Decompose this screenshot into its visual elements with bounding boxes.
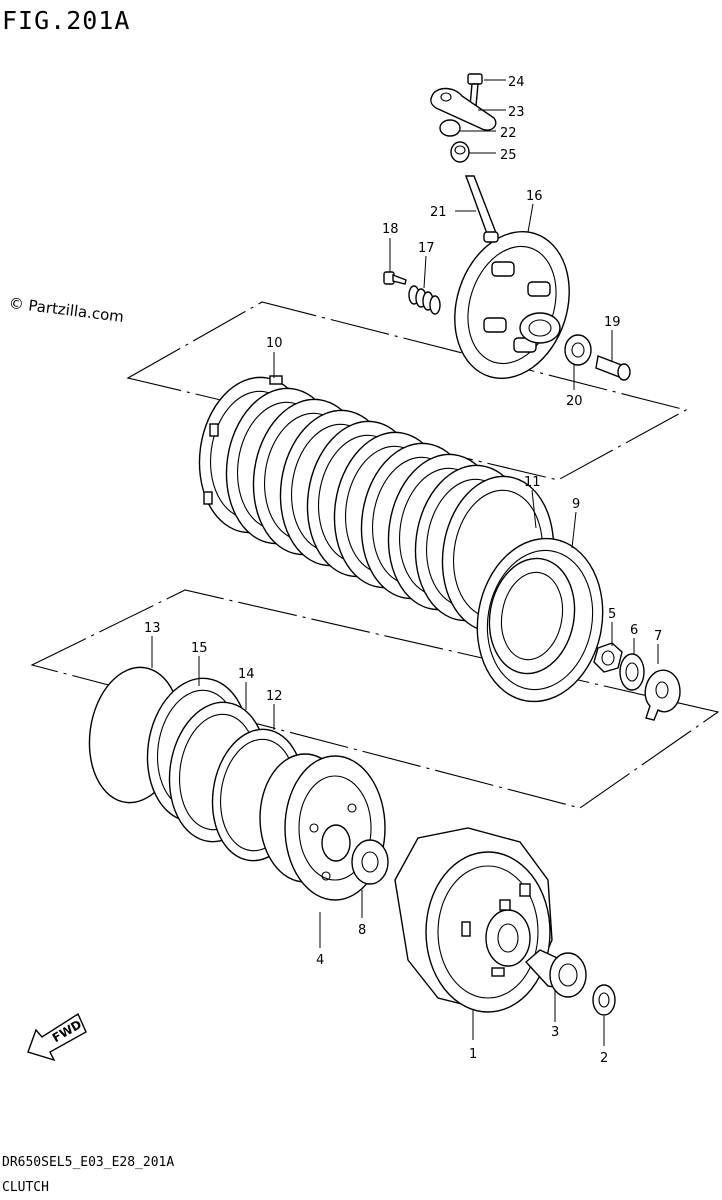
lower-assembly-frame — [30, 589, 720, 809]
callout-19: 19 — [604, 315, 621, 330]
callout-4: 4 — [316, 953, 324, 968]
thrust-washer-8 — [351, 839, 389, 885]
callout-1: 1 — [469, 1047, 477, 1062]
callout-labels: 24 23 22 25 21 16 18 17 19 20 10 11 9 5 … — [144, 75, 662, 1066]
callout-25: 25 — [500, 148, 517, 163]
callout-22: 22 — [500, 126, 517, 141]
bolt-24 — [467, 73, 483, 107]
push-piece-19 — [595, 355, 631, 381]
section-name: CLUTCH — [2, 1180, 49, 1195]
callout-3: 3 — [551, 1025, 559, 1040]
callout-20: 20 — [566, 394, 583, 409]
callout-24: 24 — [508, 75, 525, 90]
primary-driven-gear-assembly — [394, 827, 553, 1013]
model-code: DR650SEL5_E03_E28_201A — [2, 1155, 175, 1170]
callout-8: 8 — [358, 923, 366, 938]
callout-16: 16 — [526, 189, 543, 204]
lock-washer-7 — [644, 669, 681, 721]
callout-17: 17 — [418, 241, 435, 256]
clutch-plate-9 — [476, 537, 604, 703]
callout-11: 11 — [524, 475, 541, 490]
callout-2: 2 — [600, 1051, 608, 1066]
clutch-spring-17 — [408, 285, 441, 315]
nut-5 — [593, 642, 623, 673]
clutch-plate-stack — [198, 375, 555, 633]
fwd-arrow-icon: FWD — [27, 1012, 87, 1062]
washer-2 — [592, 984, 616, 1016]
figure-title: FIG.201A — [2, 6, 131, 35]
callout-9: 9 — [572, 497, 580, 512]
washer-6 — [619, 653, 645, 691]
clutch-pressure-plate — [454, 230, 570, 380]
callout-6: 6 — [630, 623, 638, 638]
spring-bolt-18 — [383, 271, 407, 285]
housing-spacer-3 — [524, 949, 587, 998]
callout-7: 7 — [654, 629, 662, 644]
callout-15: 15 — [191, 641, 208, 656]
bushing-25 — [450, 141, 470, 163]
callout-12: 12 — [266, 689, 283, 704]
nut-22 — [439, 119, 461, 137]
callout-18: 18 — [382, 222, 399, 237]
callout-13: 13 — [144, 621, 161, 636]
callout-10: 10 — [266, 336, 283, 351]
bearing-20 — [564, 334, 592, 366]
callout-23: 23 — [508, 105, 525, 120]
callout-5: 5 — [608, 607, 616, 622]
callout-21: 21 — [430, 205, 447, 220]
callout-14: 14 — [238, 667, 255, 682]
plate-23 — [430, 87, 497, 131]
release-rod — [465, 175, 499, 243]
callout-leaders — [151, 79, 659, 1046]
